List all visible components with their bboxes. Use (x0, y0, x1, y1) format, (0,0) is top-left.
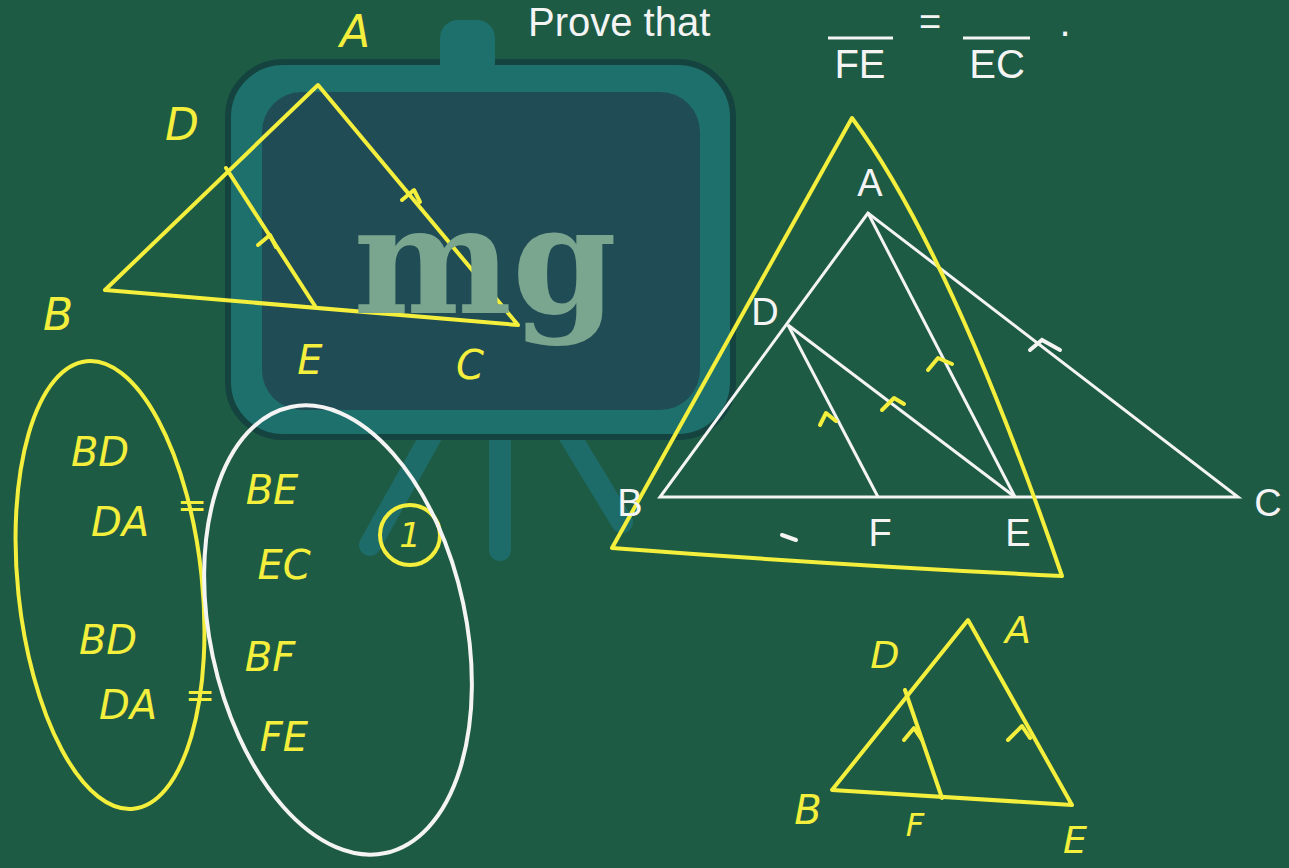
handwritten-label: EC (257, 545, 310, 585)
handwritten-label: A (1005, 611, 1031, 649)
handwritten-label: B (43, 293, 73, 337)
figure-label: = (919, 3, 941, 41)
figure-label: A (857, 164, 882, 202)
annotation-strokes-white (165, 340, 1060, 868)
handwritten-label: E (1063, 821, 1087, 859)
figure-label: FE (834, 44, 885, 84)
handwritten-label: A (340, 10, 370, 54)
triangle-figure (660, 213, 1238, 497)
handwritten-label: 1 (399, 518, 421, 552)
handwritten-label: E (297, 340, 322, 380)
handwritten-label: = (177, 487, 207, 523)
handwritten-label: BF (245, 637, 295, 677)
watermark: mg (353, 185, 617, 335)
handwritten-label: BE (246, 470, 299, 510)
handwritten-label: D (165, 103, 199, 147)
figure-label: . (1059, 2, 1070, 42)
figure-label: E (1005, 514, 1030, 552)
handwritten-label: F (906, 809, 924, 841)
handwritten-label: = (185, 677, 215, 713)
handwritten-label: BD (71, 432, 129, 472)
figure-label: Prove that (528, 2, 710, 42)
figure-label: EC (969, 44, 1025, 84)
figure-label: F (868, 514, 891, 552)
handwritten-label: DA (99, 685, 157, 725)
annotation-strokes (0, 85, 1072, 818)
handwritten-label: DA (91, 502, 149, 542)
handwritten-label: FE (260, 717, 308, 757)
handwritten-label: D (870, 636, 899, 674)
handwritten-label: BD (79, 620, 137, 660)
figure-label: C (1254, 484, 1281, 522)
figure-label: D (751, 293, 778, 331)
handwritten-label: B (794, 790, 821, 830)
handwritten-label: C (456, 345, 484, 385)
figure-label: B (617, 484, 642, 522)
